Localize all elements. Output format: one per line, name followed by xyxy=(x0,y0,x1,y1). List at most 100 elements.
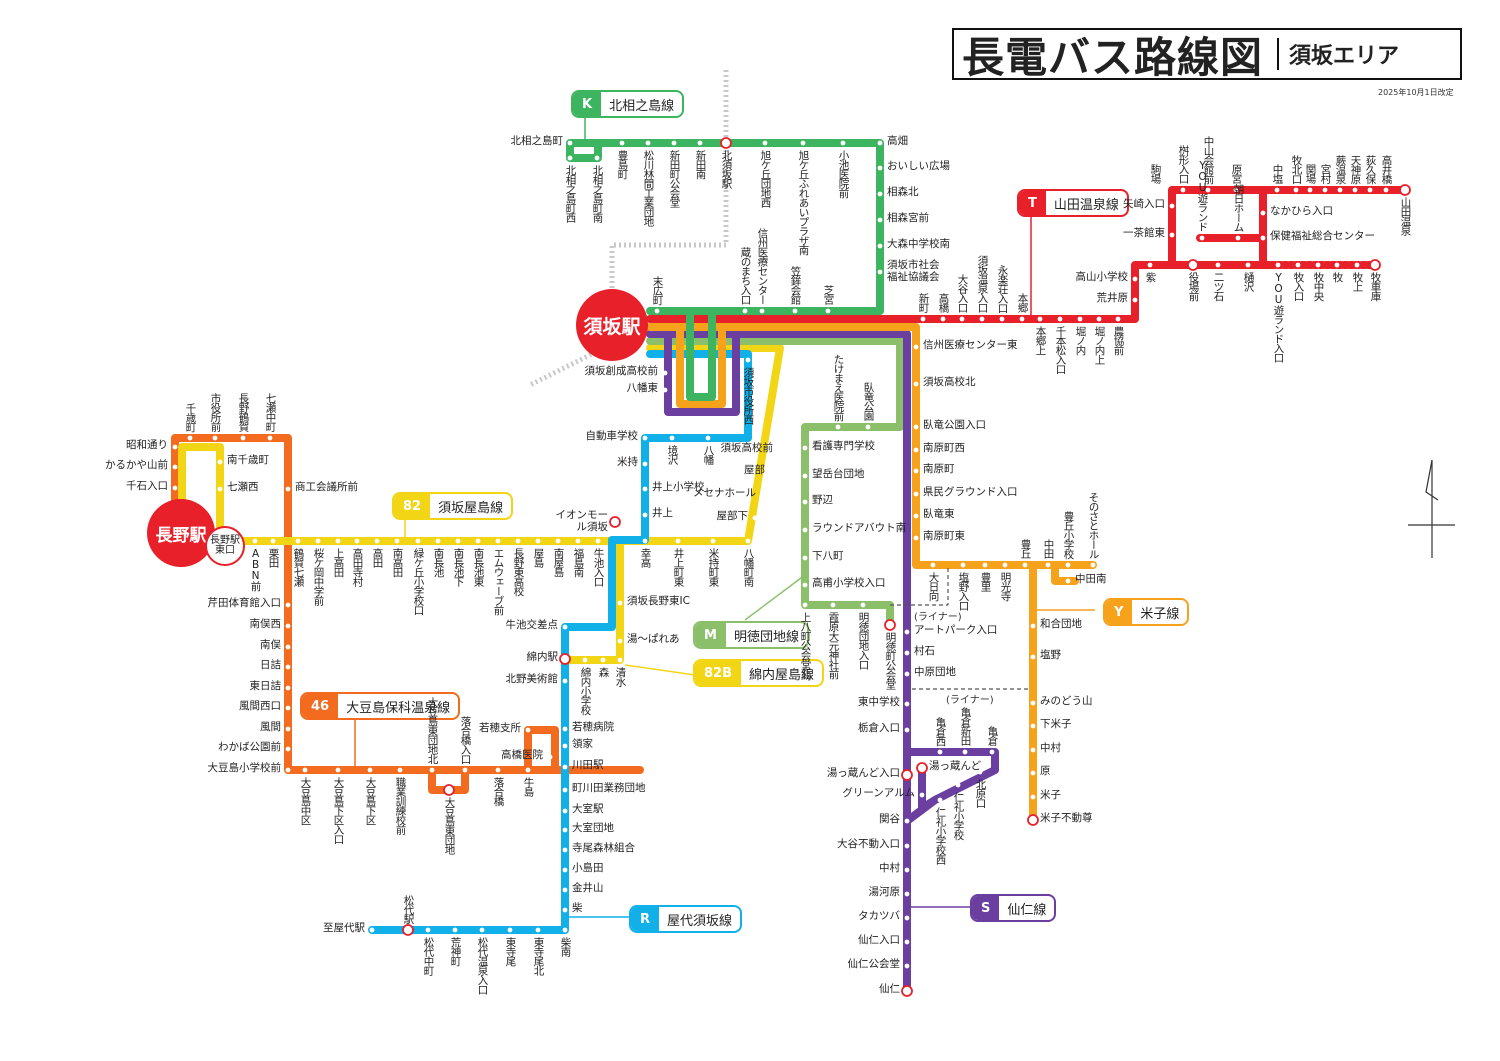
station-dot[interactable] xyxy=(562,827,568,833)
station-label[interactable]: タカツバ xyxy=(858,910,900,922)
station-label[interactable]: 臥竜公園 xyxy=(862,382,875,420)
station-dot[interactable] xyxy=(1096,316,1102,322)
station-label[interactable]: 信州医療センター xyxy=(756,228,769,304)
station-dot[interactable] xyxy=(507,927,513,933)
station-dot[interactable] xyxy=(913,513,919,519)
station-dot[interactable] xyxy=(1022,562,1028,568)
station-dot[interactable] xyxy=(295,538,301,544)
station-label[interactable]: 豊里 xyxy=(979,572,992,591)
station-dot[interactable] xyxy=(1322,187,1328,193)
station-label[interactable]: 保健福祉総合センター xyxy=(1270,230,1375,242)
station-label[interactable]: 市役所前 xyxy=(209,393,222,431)
station-label[interactable]: 新田南 xyxy=(694,150,707,179)
station-dot[interactable] xyxy=(825,308,831,314)
station-label[interactable]: 東中学校 xyxy=(858,696,900,708)
station-dot[interactable] xyxy=(547,754,553,760)
station-label[interactable]: 松川林間工業団地 xyxy=(642,150,655,226)
station-dot[interactable] xyxy=(904,701,910,707)
station-dot[interactable] xyxy=(525,727,531,733)
station-label[interactable]: 紫 xyxy=(1144,272,1157,282)
station-dot[interactable] xyxy=(960,562,966,568)
station-label[interactable]: 栗田 xyxy=(267,548,280,567)
station-label[interactable]: 牧上 xyxy=(1351,272,1364,291)
station-label[interactable]: 若穂支所 xyxy=(479,722,521,734)
station-label[interactable]: 森 xyxy=(597,667,610,677)
station-dot[interactable] xyxy=(1065,578,1071,584)
station-label[interactable]: 南俣西 xyxy=(249,618,282,630)
station-dot[interactable] xyxy=(710,538,716,544)
station-label[interactable]: 落合橋入口 xyxy=(459,715,472,764)
station-label[interactable]: 明徳団地入口 xyxy=(857,612,870,669)
station-dot[interactable] xyxy=(1077,316,1083,322)
station-dot[interactable] xyxy=(937,749,943,755)
station-dot[interactable] xyxy=(1030,654,1036,660)
station-label[interactable]: 高田寺村 xyxy=(351,548,364,586)
station-label[interactable]: 大豆島下区 xyxy=(364,777,377,825)
station-label[interactable]: 県民グラウンド入口 xyxy=(923,486,1018,498)
station-label[interactable]: 村石 xyxy=(914,645,935,657)
station-label[interactable]: 湯っ蔵んど入口 xyxy=(826,767,900,779)
station-label[interactable]: 南長池 xyxy=(432,548,445,577)
station-label[interactable]: 北原口 xyxy=(974,779,987,808)
station-label[interactable]: グリーンアルム xyxy=(842,787,915,799)
station-label[interactable]: 若穂病院 xyxy=(572,721,614,733)
station-dot[interactable] xyxy=(904,963,910,969)
station-dot[interactable] xyxy=(1090,562,1096,568)
station-dot[interactable] xyxy=(662,387,668,393)
station-label[interactable]: 大谷不動入口 xyxy=(837,838,900,850)
station-label[interactable]: 中原団地 xyxy=(914,666,956,678)
station-label[interactable]: 南原町東 xyxy=(923,530,965,542)
station-dot[interactable] xyxy=(904,891,910,897)
station-dot[interactable] xyxy=(443,784,455,796)
station-dot[interactable] xyxy=(901,985,913,997)
station-dot[interactable] xyxy=(1132,297,1138,303)
station-label[interactable]: 上八町公会堂北 xyxy=(799,612,812,679)
station-label[interactable]: 駒場 xyxy=(1149,164,1162,183)
station-dot[interactable] xyxy=(562,624,568,630)
station-label[interactable]: 原宮 xyxy=(1230,164,1243,183)
station-dot[interactable] xyxy=(1245,262,1251,268)
station-label[interactable]: 中村 xyxy=(879,862,900,874)
station-dot[interactable] xyxy=(913,424,919,430)
station-label[interactable]: 七瀬中町 xyxy=(264,393,277,431)
station-label[interactable]: 湯〜ぱれあ xyxy=(627,633,680,645)
station-label[interactable]: 荒井原 xyxy=(1096,292,1129,304)
station-dot[interactable] xyxy=(999,316,1005,322)
station-dot[interactable] xyxy=(1367,187,1373,193)
station-label[interactable]: 井上 xyxy=(652,507,673,519)
station-label[interactable]: みのどう山 xyxy=(1040,695,1093,707)
station-dot[interactable] xyxy=(429,767,435,773)
station-label[interactable]: 南原町西 xyxy=(923,442,965,454)
station-dot[interactable] xyxy=(187,435,193,441)
station-dot[interactable] xyxy=(1307,187,1313,193)
station-label[interactable]: 鶴賀七瀬 xyxy=(292,548,305,586)
station-label[interactable]: 桝形入口 xyxy=(1177,145,1190,183)
station-dot[interactable] xyxy=(217,459,223,465)
station-dot[interactable] xyxy=(575,538,581,544)
station-label[interactable]: 高山小学校 xyxy=(1075,271,1129,283)
station-dot[interactable] xyxy=(1019,316,1025,322)
station-label[interactable]: 福島南 xyxy=(572,548,585,577)
station-dot[interactable] xyxy=(904,818,910,824)
station-label[interactable]: 役場前 xyxy=(1187,272,1200,301)
station-label[interactable]: 宮村 xyxy=(1319,164,1332,183)
station-dot[interactable] xyxy=(913,468,919,474)
station-dot[interactable] xyxy=(217,486,223,492)
station-dot[interactable] xyxy=(619,140,625,146)
station-dot[interactable] xyxy=(495,767,501,773)
station-label[interactable]: 高橋医院 xyxy=(501,749,543,761)
station-dot[interactable] xyxy=(940,316,946,322)
station-label[interactable]: 原 xyxy=(1040,765,1051,777)
station-dot[interactable] xyxy=(745,538,751,544)
station-label[interactable]: 東日詰 xyxy=(249,680,282,692)
station-label[interactable]: 牛池交差点 xyxy=(505,619,559,631)
station-label[interactable]: 高橋 xyxy=(937,293,950,312)
station-label[interactable]: 大室団地 xyxy=(572,822,614,834)
station-dot[interactable] xyxy=(567,140,573,146)
station-label[interactable]: 北相之島町西 xyxy=(564,165,577,222)
station-label[interactable]: 堀ノ内上 xyxy=(1093,326,1106,364)
station-label[interactable]: 和合団地 xyxy=(1040,618,1082,630)
station-dot[interactable] xyxy=(285,767,291,773)
station-dot[interactable] xyxy=(904,650,910,656)
station-dot[interactable] xyxy=(285,705,291,711)
